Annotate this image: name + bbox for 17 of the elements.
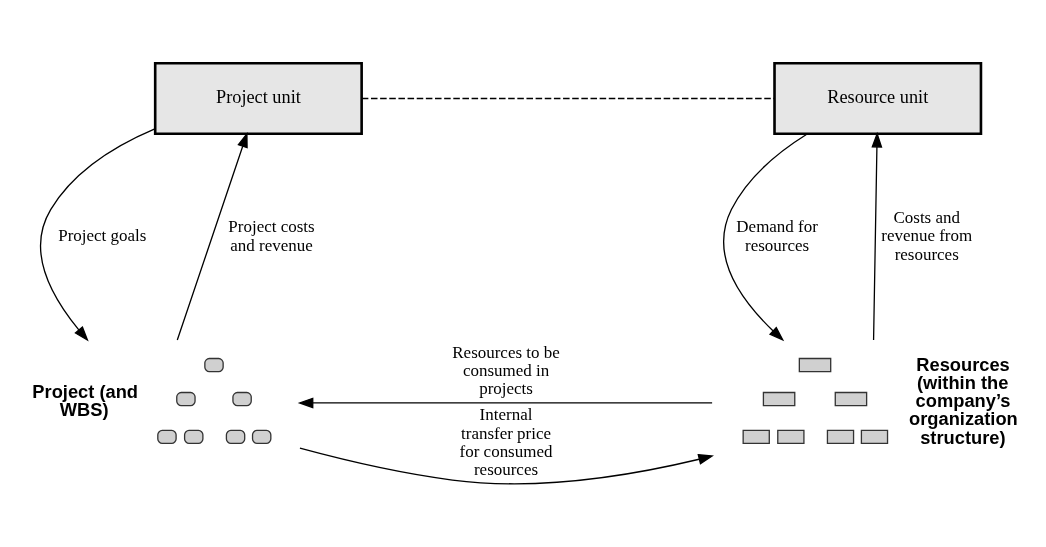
node-box: Resource unit [773,61,983,136]
node-box: Project unit [153,61,363,136]
edge-label: Project costs and revenue [228,217,315,255]
edge-label: Internal transfer price for consumed resources [459,405,553,480]
arrow [297,397,713,409]
edge-label: Demand for resources [736,217,818,255]
arrow [176,131,248,341]
node-label: Resources (within the company’s organization structure) [909,353,1018,448]
arrow [723,133,808,342]
connector [361,97,776,100]
edge-label: Project goals [58,226,147,246]
edge-label: Costs and revenue from resources [881,208,973,264]
node-label: Project (and WBS) [32,380,139,421]
arrow [40,128,156,342]
arrow [299,447,714,485]
edge-label: Resources to be consumed in projects [452,342,560,399]
arrow [871,131,883,341]
